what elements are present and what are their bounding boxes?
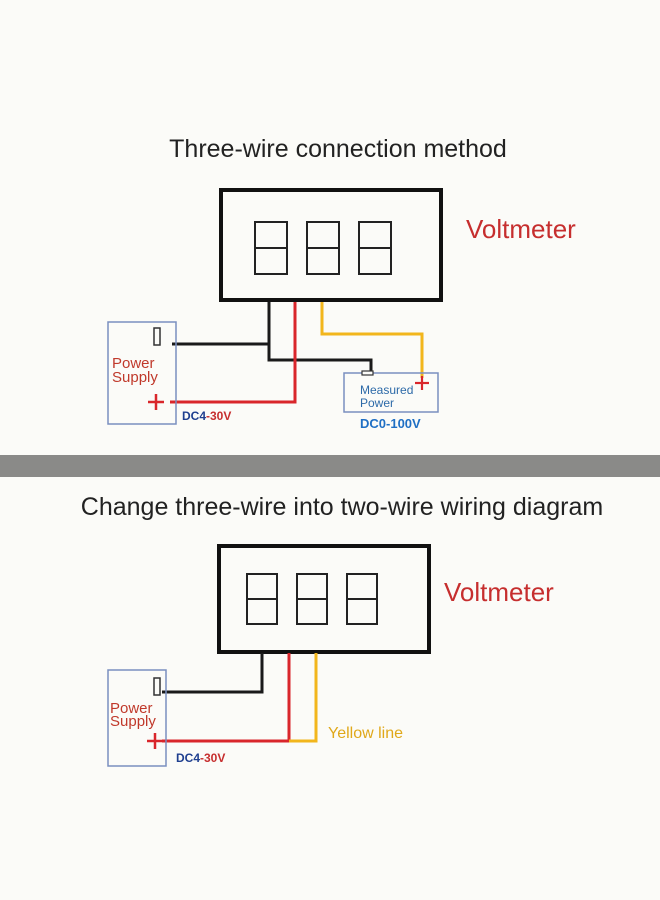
two-wire-section: Change three-wire into two-wire wiring d…: [81, 493, 603, 767]
measured-power-box: [343, 372, 439, 413]
power-supply-label-line2-bottom: Supply: [110, 713, 156, 730]
power-supply-label-line1-bottom: Power: [110, 700, 153, 717]
black-wire-top: [172, 302, 373, 372]
power-supply-minus-terminal-top: [153, 327, 161, 346]
supply-voltage-prefix-top: DC4: [182, 409, 206, 423]
digit-3-top: [358, 221, 392, 275]
voltmeter-display-bottom: [217, 544, 431, 654]
measured-label-line2: Power: [360, 396, 394, 410]
supply-voltage-label-bottom: DC4-30V: [176, 751, 225, 765]
plus-terminal-icon-top: [148, 394, 164, 410]
digit-1-bottom: [246, 573, 278, 625]
red-wire-bottom: [162, 653, 291, 743]
power-supply-box-top: [107, 321, 177, 425]
two-wire-title: Change three-wire into two-wire wiring d…: [81, 493, 603, 521]
digit-1-top: [254, 221, 288, 275]
power-supply-label-line2-top: Supply: [112, 369, 158, 386]
section-divider: [0, 455, 660, 477]
black-wire-bottom: [162, 653, 264, 694]
three-wire-section: Three-wire connection method Voltmeter P…: [107, 135, 576, 431]
yellow-wire-top: [320, 302, 424, 378]
digit-2-top: [306, 221, 340, 275]
digit-3-bottom: [346, 573, 378, 625]
yellow-wire-bottom: [289, 653, 318, 743]
power-supply-label-line1-top: Power: [112, 355, 155, 372]
supply-voltage-prefix-bottom: DC4: [176, 751, 200, 765]
power-supply-minus-terminal-bottom: [153, 677, 161, 696]
measured-plus-terminal-icon: [415, 376, 429, 390]
plus-terminal-icon-bottom: [147, 733, 163, 749]
three-wire-title: Three-wire connection method: [169, 135, 507, 163]
voltmeter-label-top: Voltmeter: [466, 214, 576, 244]
measured-minus-terminal-icon: [361, 370, 374, 376]
supply-voltage-suffix-top: -30V: [206, 409, 231, 423]
supply-voltage-label-top: DC4-30V: [182, 409, 231, 423]
measured-label-line1: Measured: [360, 383, 413, 397]
digit-2-bottom: [296, 573, 328, 625]
yellow-line-label: Yellow line: [328, 725, 403, 742]
voltmeter-label-bottom: Voltmeter: [444, 577, 554, 607]
measured-voltage-label: DC0-100V: [360, 416, 421, 431]
supply-voltage-suffix-bottom: -30V: [200, 751, 225, 765]
red-wire-top: [170, 302, 297, 404]
power-supply-box-bottom: [107, 669, 167, 767]
voltmeter-display-top: [219, 188, 443, 302]
